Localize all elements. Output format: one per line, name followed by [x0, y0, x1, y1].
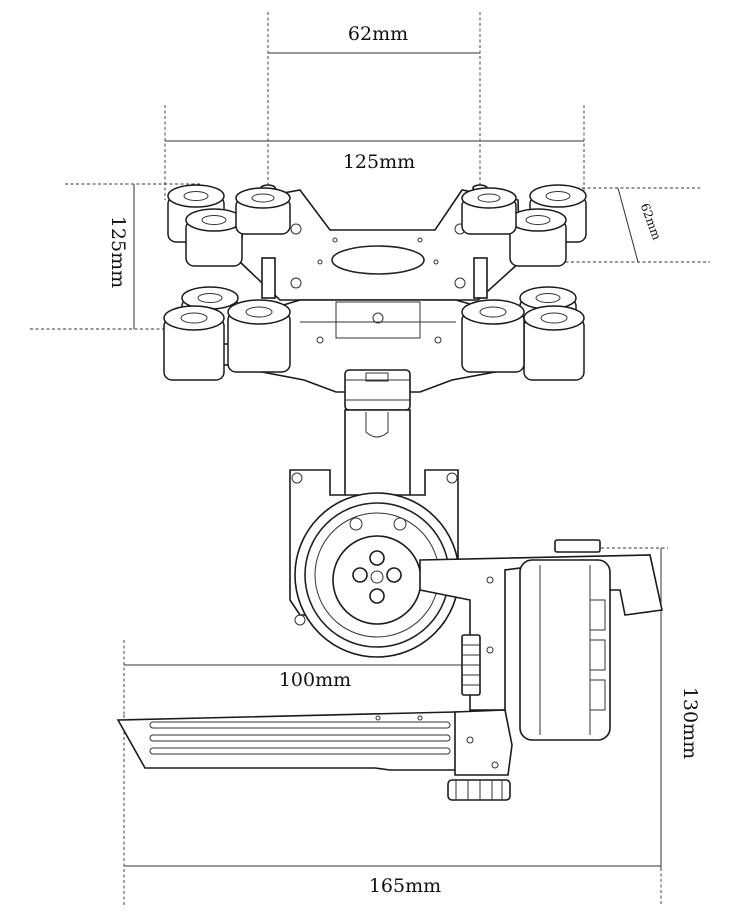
yaw-arm: [344, 369, 411, 501]
dimension-overall-height: 130mm: [679, 687, 701, 759]
dimension-plate-width: 125mm: [343, 151, 415, 173]
pitch-motor: [519, 539, 611, 741]
dimension-plate-depth: 125mm: [107, 216, 129, 288]
damper-balls: [163, 184, 587, 381]
dimension-top-motor-spacing: 62mm: [348, 23, 408, 45]
roll-motor: [294, 492, 460, 658]
camera-tray: [116, 711, 471, 771]
dimension-lines: [30, 12, 710, 905]
dimension-overall-width: 165mm: [369, 875, 441, 897]
dimension-side-spacing: 62mm: [638, 201, 664, 242]
dimension-tray-width: 100mm: [279, 669, 351, 691]
pitch-bracket: [447, 709, 513, 801]
pitch-gear: [461, 634, 481, 696]
